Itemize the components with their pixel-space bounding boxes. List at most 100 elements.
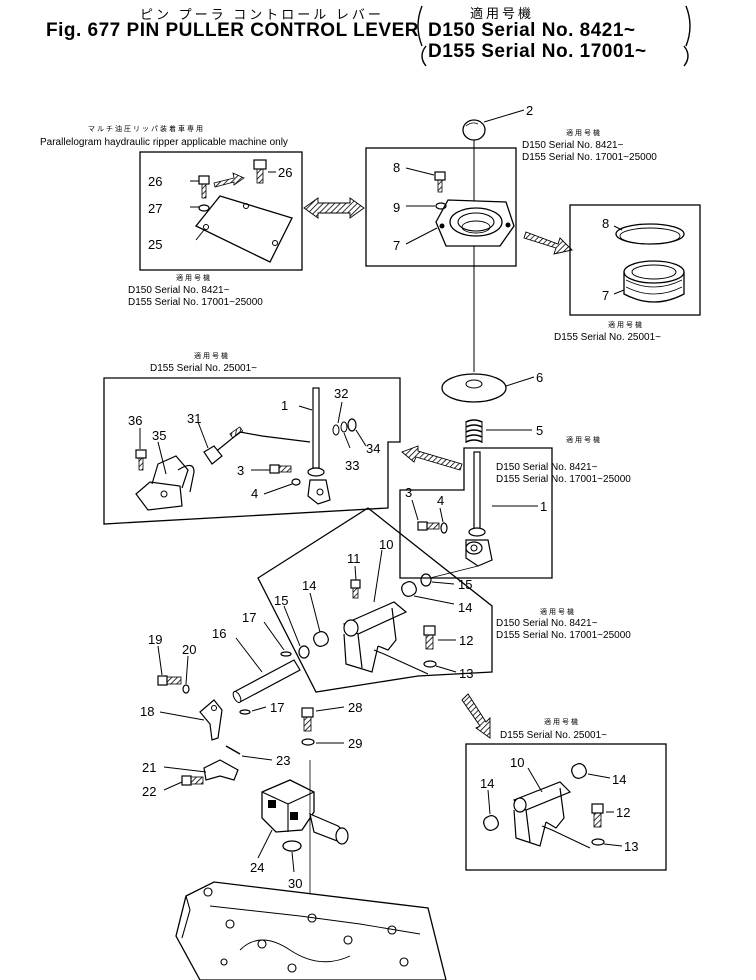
bolt-part <box>350 579 361 589</box>
plate-hole <box>272 240 278 246</box>
callout-1-main: 1 <box>540 499 547 514</box>
callout-8-ring: 8 <box>602 216 609 231</box>
bolt-thread <box>201 183 207 199</box>
bushing-part <box>483 815 499 831</box>
callout-4-left: 4 <box>251 486 258 501</box>
top-center-group: 2 8 9 7 適用号機 D150 Serial No. 8421~ D155 … <box>365 103 657 372</box>
callout-14-left: 14 <box>302 578 316 593</box>
ripper-serial-d150: D150 Serial No. 8421~ <box>128 285 230 296</box>
lever-part <box>473 451 481 531</box>
callout-1-left: 1 <box>281 398 288 413</box>
callout-9: 9 <box>393 200 400 215</box>
serial-d155-header: D155 Serial No. 17001~ <box>428 41 647 62</box>
callout-26-alt: 26 <box>278 165 292 180</box>
lever-main-serial-d150: D150 Serial No. 8421~ <box>496 462 598 473</box>
callout-31: 31 <box>187 411 201 426</box>
lever-main-group: 1 3 4 適用号機 D150 Serial No. 8421~ D155 Se… <box>399 435 631 579</box>
lever-part <box>312 387 320 469</box>
bracket25001-applic-jp: 適用号機 <box>544 717 580 726</box>
callout-27: 27 <box>148 201 162 216</box>
ripper-note-jp: マルチ油圧リッパ装着車専用 <box>88 124 205 133</box>
ring-part <box>420 573 432 587</box>
lever-main-box-frame <box>399 447 553 579</box>
title-japanese: ピン プーラ コントロール レバー <box>140 7 384 22</box>
bolt-part <box>423 625 436 636</box>
callout-12-alt: 12 <box>616 805 630 820</box>
bolt-part <box>135 449 147 459</box>
boot-ring-part <box>623 260 685 284</box>
callout-33: 33 <box>345 458 359 473</box>
plate-hole <box>203 224 209 230</box>
callout-12-main: 12 <box>459 633 473 648</box>
callout-7: 7 <box>393 238 400 253</box>
bolt-part <box>181 775 192 786</box>
callout-36: 36 <box>128 413 142 428</box>
callout-6: 6 <box>536 370 543 385</box>
callout-10-alt: 10 <box>510 755 524 770</box>
washer-part <box>591 838 605 846</box>
spring-group: 5 <box>465 419 543 443</box>
ripper-applic-jp: 適用号機 <box>176 273 212 282</box>
bolt-part <box>591 803 604 814</box>
applicable-machine-label: 適用号機 <box>470 6 535 21</box>
top-applic-jp: 適用号機 <box>566 128 602 137</box>
washer-part <box>182 684 190 694</box>
top-serial-d155: D155 Serial No. 17001~25000 <box>522 152 657 163</box>
alternate-arrow <box>213 172 245 188</box>
callout-15-left: 15 <box>274 593 288 608</box>
seal-disc-group: 6 <box>441 370 543 403</box>
alt-bolt-thread <box>256 168 264 184</box>
washer-part <box>198 204 210 212</box>
bracket25001-group: 適用号機 D155 Serial No. 25001~ 10 14 14 12 … <box>465 717 667 871</box>
washer-part <box>291 478 301 486</box>
callout-3-main: 3 <box>405 485 412 500</box>
callout-19: 19 <box>148 632 162 647</box>
callout-10-main: 10 <box>379 537 393 552</box>
arrow-to-ring-box <box>523 231 573 255</box>
header-brackets <box>417 5 691 67</box>
callout-30: 30 <box>288 876 302 891</box>
serial-d150-header: D150 Serial No. 8421~ <box>428 20 636 41</box>
bracket-part <box>135 481 183 511</box>
leader-line <box>483 109 525 123</box>
arm-part <box>199 699 223 741</box>
callout-17-top: 17 <box>242 610 256 625</box>
lower-linkage-group: 16 17 17 19 20 18 23 21 22 <box>140 610 447 980</box>
ripper-box-frame <box>139 151 303 271</box>
bolt-part <box>269 464 280 474</box>
callout-18: 18 <box>140 704 154 719</box>
rod-part <box>233 659 301 703</box>
ring-group: 8 7 適用号機 D155 Serial No. 25001~ <box>554 204 701 343</box>
bolt-part <box>434 171 446 181</box>
callout-24: 24 <box>250 860 264 875</box>
bolt-part <box>157 675 168 686</box>
callout-29: 29 <box>348 736 362 751</box>
rod-part <box>207 431 311 459</box>
ring-applic-jp: 適用号機 <box>608 320 644 329</box>
callout-21: 21 <box>142 760 156 775</box>
bracket25001-serial: D155 Serial No. 25001~ <box>500 730 607 741</box>
callout-20: 20 <box>182 642 196 657</box>
bushing-part <box>571 763 587 779</box>
lever25001-box-frame <box>103 377 401 525</box>
callout-7-ring: 7 <box>602 288 609 303</box>
callout-15-right: 15 <box>458 577 472 592</box>
ripper-note-en: Parallelogram haydraulic ripper applicab… <box>40 137 288 148</box>
pin-part <box>280 651 292 657</box>
ring-part <box>298 645 310 659</box>
callout-4-main: 4 <box>437 493 444 508</box>
top-box-frame <box>365 147 517 267</box>
bushing-part <box>401 581 417 597</box>
plate-hole <box>243 203 249 209</box>
callout-25: 25 <box>148 237 162 252</box>
bracket-main-group: 10 11 15 14 14 15 12 13 適用号機 D150 Serial… <box>257 507 631 693</box>
bolt-part <box>301 707 314 718</box>
callout-26: 26 <box>148 174 162 189</box>
callout-35: 35 <box>152 428 166 443</box>
base-plate-part <box>175 881 447 980</box>
figure-title: Fig. 677 PIN PULLER CONTROL LEVER <box>46 20 419 41</box>
callout-14-alt-right: 14 <box>612 772 626 787</box>
callout-13-main: 13 <box>459 666 473 681</box>
lever-main-applic-jp: 適用号機 <box>566 435 602 444</box>
